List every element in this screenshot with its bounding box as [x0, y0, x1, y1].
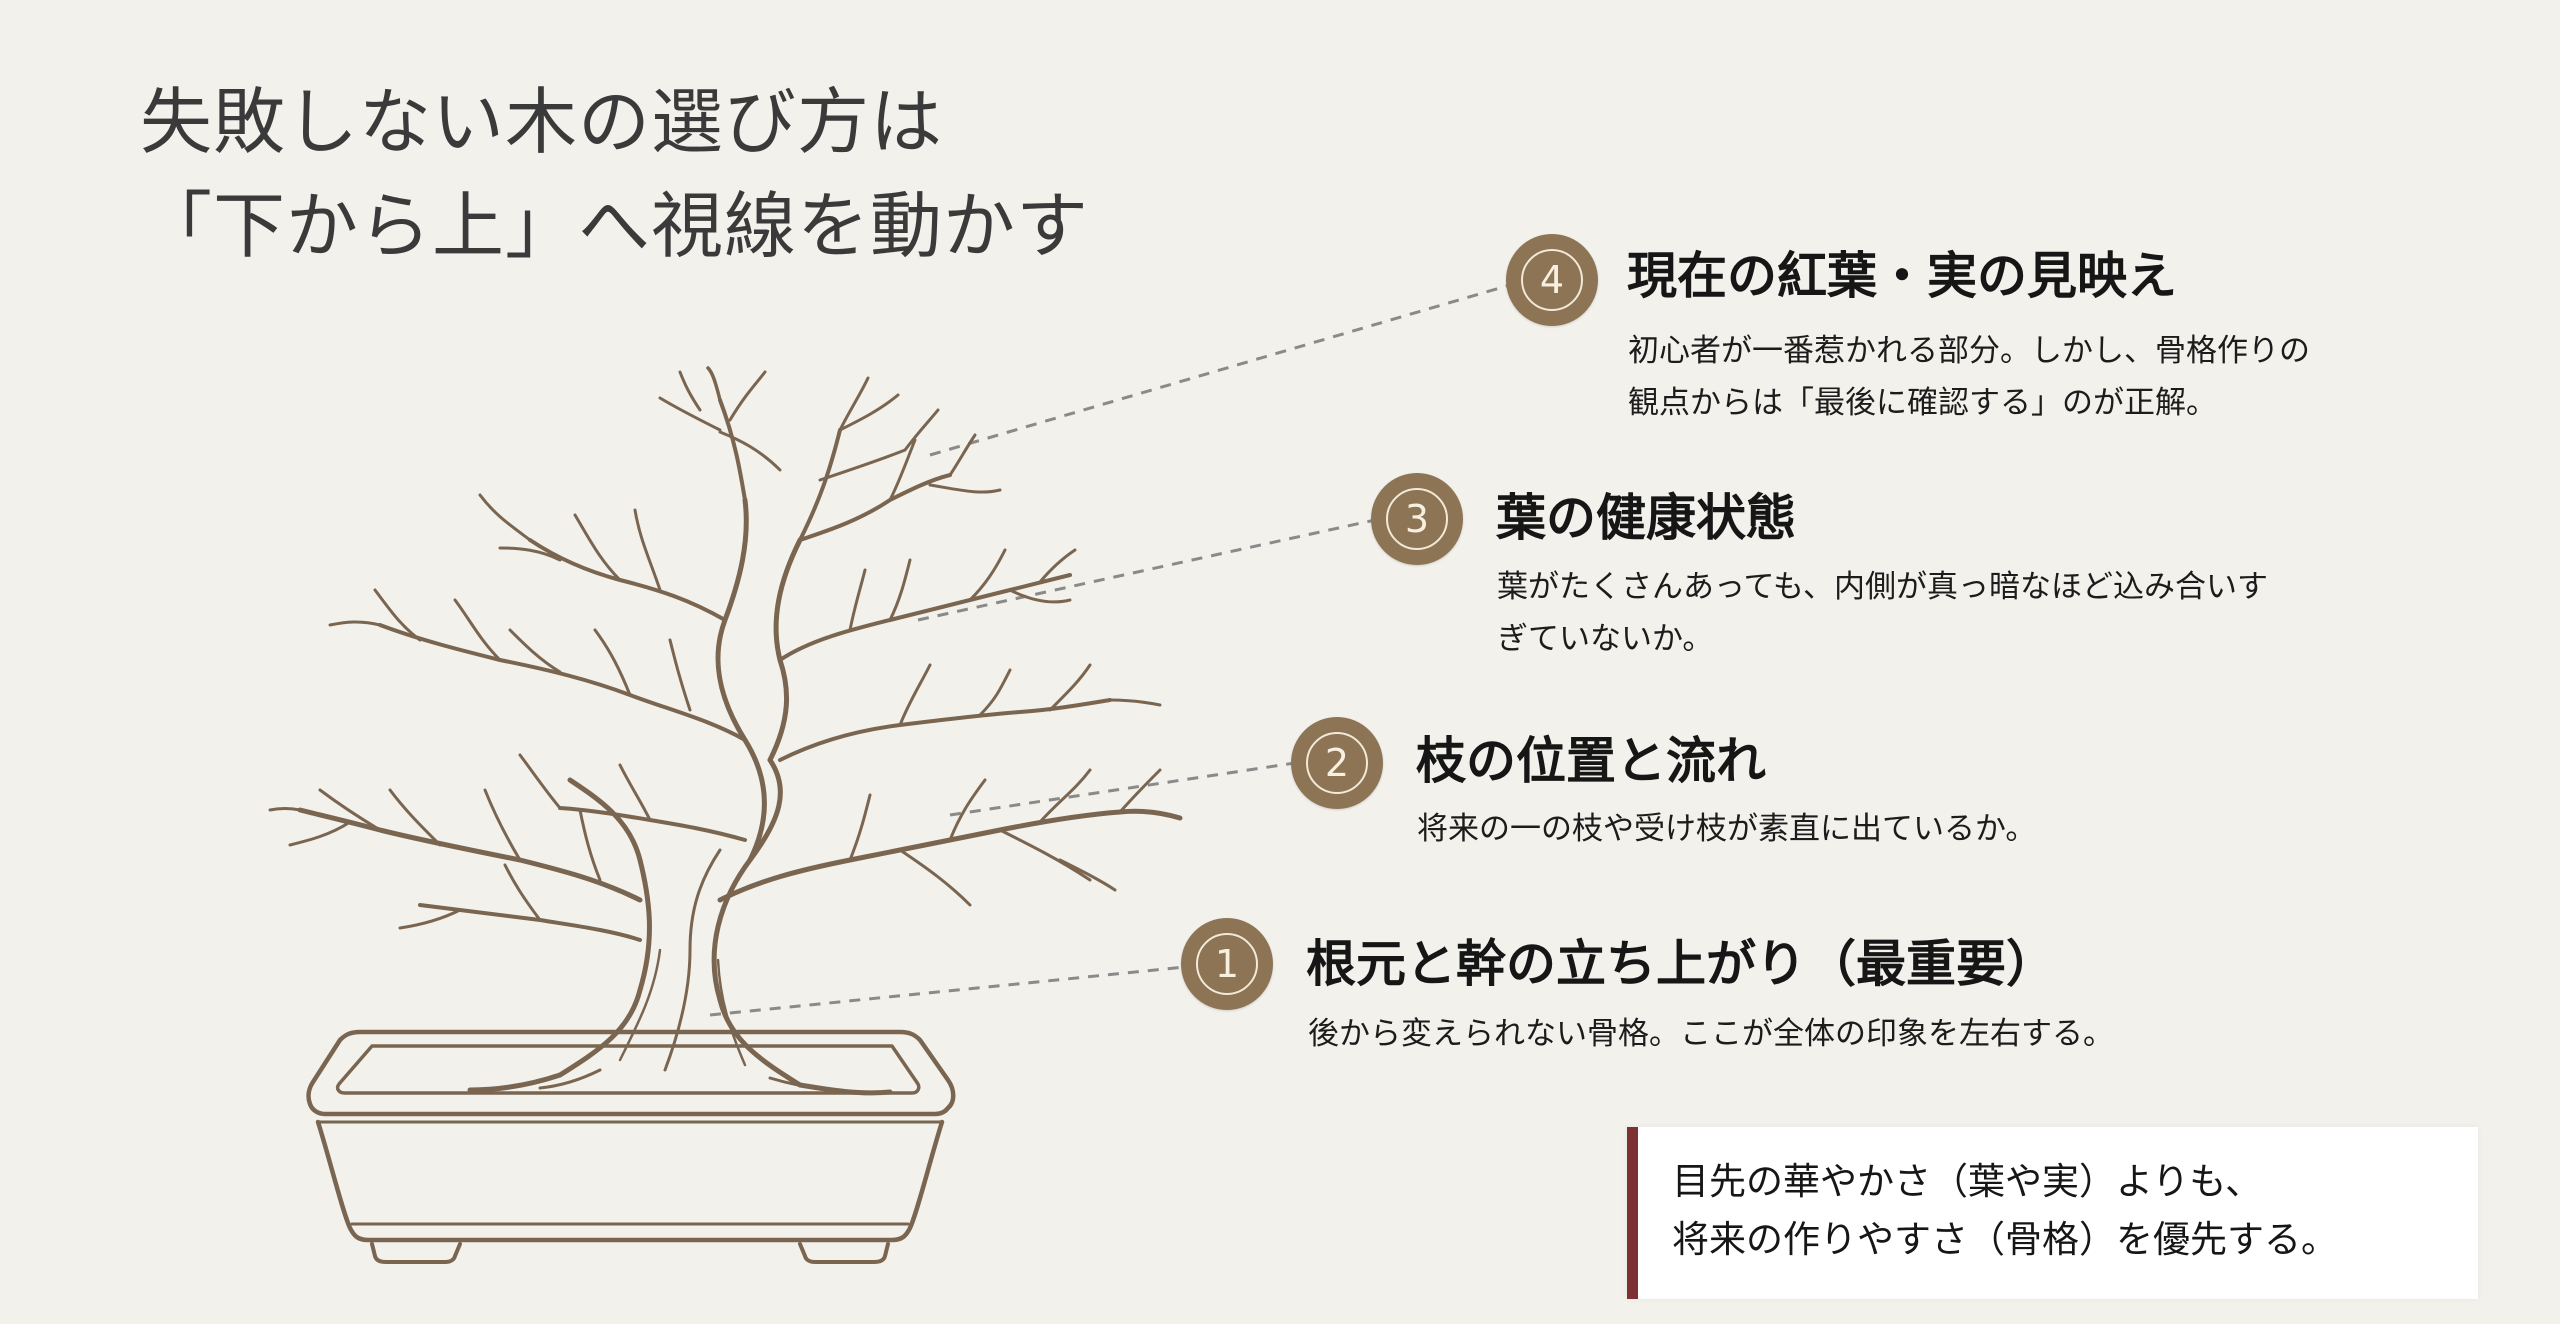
- point-2-title: 枝の位置と流れ: [1416, 732, 1766, 790]
- callout-text: 目先の華やかさ（葉や実）よりも、 将来の作りやすさ（骨格）を優先する。: [1672, 1153, 2338, 1269]
- number-badge-3: 3: [1371, 473, 1463, 565]
- leader-line-4: [929, 283, 1511, 457]
- point-1-title: 根元と幹の立ち上がり（最重要）: [1306, 935, 2056, 993]
- pot-icon: [306, 1029, 956, 1264]
- callout-line-2: 将来の作りやすさ（骨格）を優先する。: [1672, 1218, 2338, 1261]
- circled-number-3-icon: 3: [1386, 488, 1448, 550]
- leader-line-2: [949, 761, 1296, 817]
- circled-number-4-icon: 4: [1521, 249, 1583, 311]
- callout-line-1: 目先の華やかさ（葉や実）よりも、: [1672, 1160, 2263, 1203]
- point-2-desc-line-1: 将来の一の枝や受け枝が素直に出ているか。: [1417, 811, 2037, 847]
- point-4-desc-line-1: 初心者が一番惹かれる部分。しかし、骨格作りの: [1628, 333, 2310, 369]
- leader-line-1: [709, 965, 1186, 1017]
- callout-accent-bar: [1627, 1127, 1638, 1299]
- key-takeaway-callout: 目先の華やかさ（葉や実）よりも、 将来の作りやすさ（骨格）を優先する。: [1627, 1127, 2478, 1299]
- point-4-desc-line-2: 観点からは「最後に確認する」のが正解。: [1628, 385, 2217, 421]
- title-line-2: 「下から上」へ視線を動かす: [140, 184, 1090, 268]
- circled-number-1-icon: 1: [1196, 933, 1258, 995]
- number-badge-2: 2: [1291, 717, 1383, 809]
- title-line-1: 失敗しない木の選び方は: [140, 80, 944, 164]
- point-3-title: 葉の健康状態: [1496, 489, 1796, 547]
- circled-number-2-icon: 2: [1306, 732, 1368, 794]
- number-badge-1: 1: [1181, 918, 1273, 1010]
- tree-icon: [268, 366, 1183, 1096]
- leader-lines: [709, 283, 1511, 1017]
- point-1-desc-line-1: 後から変えられない骨格。ここが全体の印象を左右する。: [1308, 1016, 2114, 1052]
- page-title: 失敗しない木の選び方は 「下から上」へ視線を動かす: [140, 70, 1089, 278]
- point-3-desc-line-1: 葉がたくさんあっても、内側が真っ暗なほど込み合いす: [1497, 569, 2268, 605]
- leader-line-3: [917, 518, 1376, 622]
- point-4-title: 現在の紅葉・実の見映え: [1627, 247, 2177, 305]
- point-3-desc-line-2: ぎていないか。: [1497, 621, 1714, 657]
- number-badge-4: 4: [1506, 234, 1598, 326]
